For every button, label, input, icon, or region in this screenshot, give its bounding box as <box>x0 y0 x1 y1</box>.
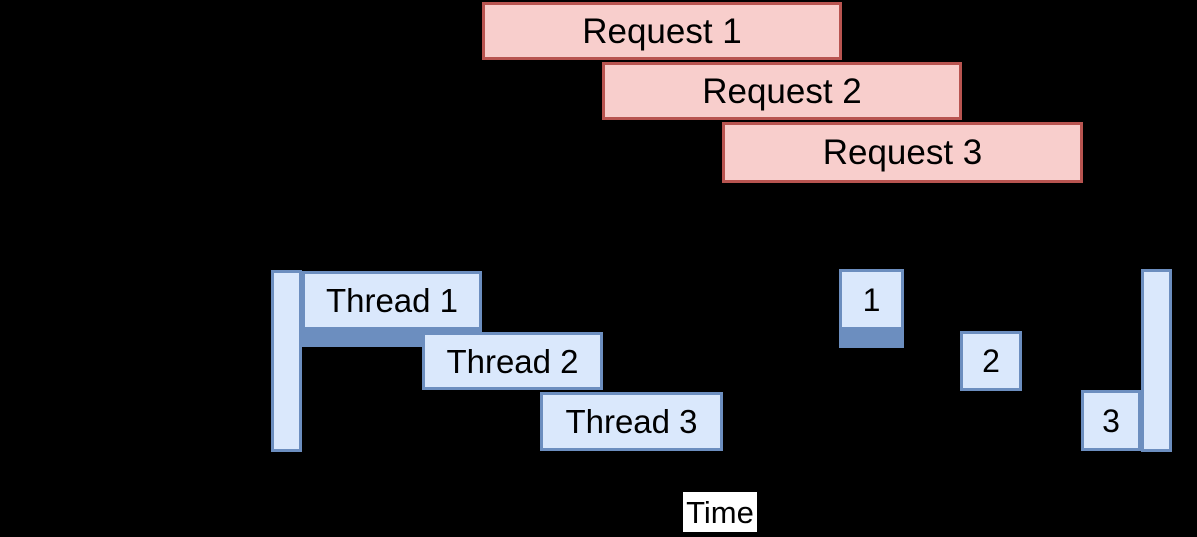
completion-1-busy-bar <box>839 330 904 348</box>
thread-3-label: Thread 3 <box>565 403 698 440</box>
completion-3-box: 3 <box>1081 390 1141 451</box>
completion-2-label: 2 <box>982 343 1000 379</box>
thread-2-label: Thread 2 <box>446 342 579 380</box>
time-axis-label-text: Time <box>686 494 754 530</box>
completion-3-label: 3 <box>1102 402 1120 439</box>
request-3-box: Request 3 <box>722 122 1083 183</box>
thread-1-label: Thread 1 <box>325 282 459 319</box>
completion-1-label: 1 <box>862 281 881 318</box>
request-1-label: Request 1 <box>582 11 742 51</box>
time-axis-label: Time <box>683 492 757 532</box>
thread-pool-start-bar <box>271 270 302 452</box>
request-2-box: Request 2 <box>602 62 962 120</box>
request-3-label: Request 3 <box>822 133 983 172</box>
completion-1-box: 1 <box>839 269 904 330</box>
request-2-label: Request 2 <box>702 71 862 111</box>
thread-2-box: Thread 2 <box>422 332 603 390</box>
completion-2-box: 2 <box>960 331 1022 391</box>
thread-pool-end-bar <box>1141 269 1172 452</box>
thread-3-box: Thread 3 <box>540 392 723 451</box>
request-1-box: Request 1 <box>482 2 842 60</box>
thread-1-box: Thread 1 <box>302 271 482 330</box>
